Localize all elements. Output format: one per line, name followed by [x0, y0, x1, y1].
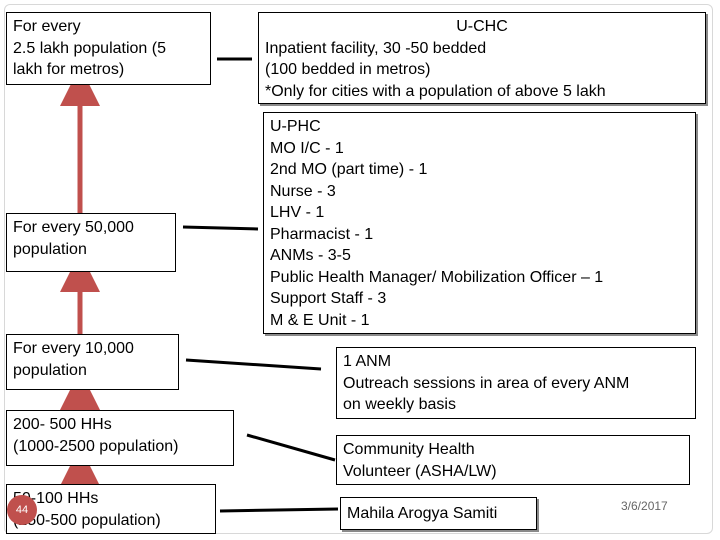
- box-line: MO I/C - 1: [270, 139, 344, 157]
- box-line: For every 50,000: [13, 219, 134, 236]
- connector-asha: [246, 433, 336, 462]
- level-box-10000: For every 10,000 population: [6, 334, 179, 390]
- box-line: on weekly basis: [343, 396, 456, 413]
- box-line: 2.5 lakh population (5: [13, 39, 166, 57]
- box-line: ANMs - 3-5: [270, 247, 351, 264]
- box-line: Inpatient facility, 30 -50 bedded: [265, 39, 487, 57]
- u-chc-title: U-CHC: [456, 18, 508, 35]
- box-line: Community Health: [343, 441, 475, 458]
- connector-anm: [185, 358, 322, 371]
- level-box-50000: For every 50,000 population: [6, 213, 176, 272]
- box-line: 2nd MO (part time) - 1: [270, 161, 428, 178]
- box-line: 1 ANM: [343, 353, 392, 370]
- connector-uphc: [182, 225, 259, 231]
- box-line: population: [13, 240, 87, 258]
- anm-box: 1 ANM Outreach sessions in area of every…: [336, 347, 696, 419]
- connector-mas: [219, 507, 339, 513]
- box-line: For every 10,000: [13, 340, 134, 357]
- box-line: population: [13, 361, 87, 379]
- box-line: U-PHC: [270, 118, 321, 135]
- box-line: For every: [13, 18, 81, 35]
- level-box-50-100-hhs: 50-100 HHs (250-500 population): [6, 484, 216, 534]
- box-line: (100 bedded in metros): [265, 61, 431, 78]
- box-line: Pharmacist - 1: [270, 225, 374, 243]
- box-line: Mahila Arogya Samiti: [347, 505, 498, 522]
- box-line: Support Staff - 3: [270, 290, 387, 307]
- box-line: 50-100 HHs: [13, 490, 99, 507]
- box-line: 200- 500 HHs: [13, 416, 112, 433]
- level-box-2-5-lakh: For every 2.5 lakh population (5 lakh fo…: [6, 12, 211, 85]
- slide-number-badge: 44: [7, 495, 37, 525]
- box-line: *Only for cities with a population of ab…: [265, 82, 606, 100]
- box-line: (1000-2500 population): [13, 437, 179, 455]
- box-line: Outreach sessions in area of every ANM: [343, 374, 630, 392]
- u-chc-box: U-CHC Inpatient facility, 30 -50 bedded …: [258, 12, 706, 104]
- box-line: LHV - 1: [270, 204, 325, 221]
- u-phc-box: U-PHC MO I/C - 1 2nd MO (part time) - 1 …: [263, 112, 696, 334]
- box-line: M & E Unit - 1: [270, 311, 370, 329]
- box-line: Volunteer (ASHA/LW): [343, 462, 497, 480]
- slide-date: 3/6/2017: [621, 499, 668, 513]
- box-line: lakh for metros): [13, 61, 125, 78]
- asha-box: Community Health Volunteer (ASHA/LW): [336, 435, 690, 485]
- slide-frame: [4, 4, 713, 534]
- box-line: Public Health Manager/ Mobilization Offi…: [270, 268, 604, 286]
- box-line: (250-500 population): [13, 511, 161, 529]
- level-box-200-500-hhs: 200- 500 HHs (1000-2500 population): [6, 410, 234, 466]
- mahila-arogya-samiti-box: Mahila Arogya Samiti: [340, 497, 537, 530]
- box-line: Nurse - 3: [270, 182, 336, 200]
